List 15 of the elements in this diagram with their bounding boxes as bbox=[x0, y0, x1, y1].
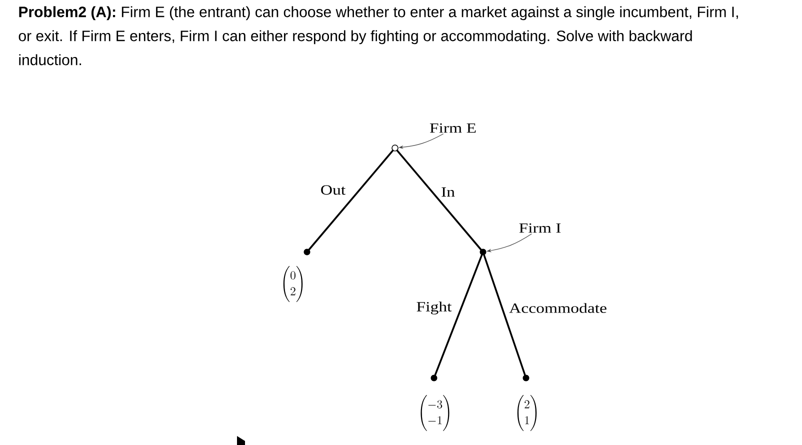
edge-label: In bbox=[442, 187, 455, 197]
tree-branch bbox=[434, 254, 483, 376]
edge-label: Accommodate bbox=[509, 303, 606, 313]
edge-label: Fight bbox=[416, 302, 452, 314]
player-label: Firm E bbox=[430, 123, 476, 133]
problem-statement: Problem2 (A): Firm E (the entrant) can choose whether to enter a market against a single incumbent, Firm I, or exit. If Firm E enters, Firm I can either respond by fighting or accommodating. Solve with backward induction. bbox=[18, 6, 738, 66]
payoff-vector: $\begin{pmatrix}2\\1\end{pmatrix}$ bbox=[517, 395, 537, 431]
tree-branch bbox=[308, 150, 394, 250]
payoff-vector: $\begin{pmatrix}0\\2\end{pmatrix}$ bbox=[283, 266, 303, 302]
tree-branch bbox=[483, 254, 526, 376]
tree-branch bbox=[396, 150, 482, 250]
open-node bbox=[392, 144, 398, 152]
edge-label: Out bbox=[321, 185, 346, 195]
payoff-vector: $\begin{pmatrix}-3\\-1\end{pmatrix}$ bbox=[420, 395, 450, 431]
player-label: Firm I bbox=[519, 223, 561, 233]
